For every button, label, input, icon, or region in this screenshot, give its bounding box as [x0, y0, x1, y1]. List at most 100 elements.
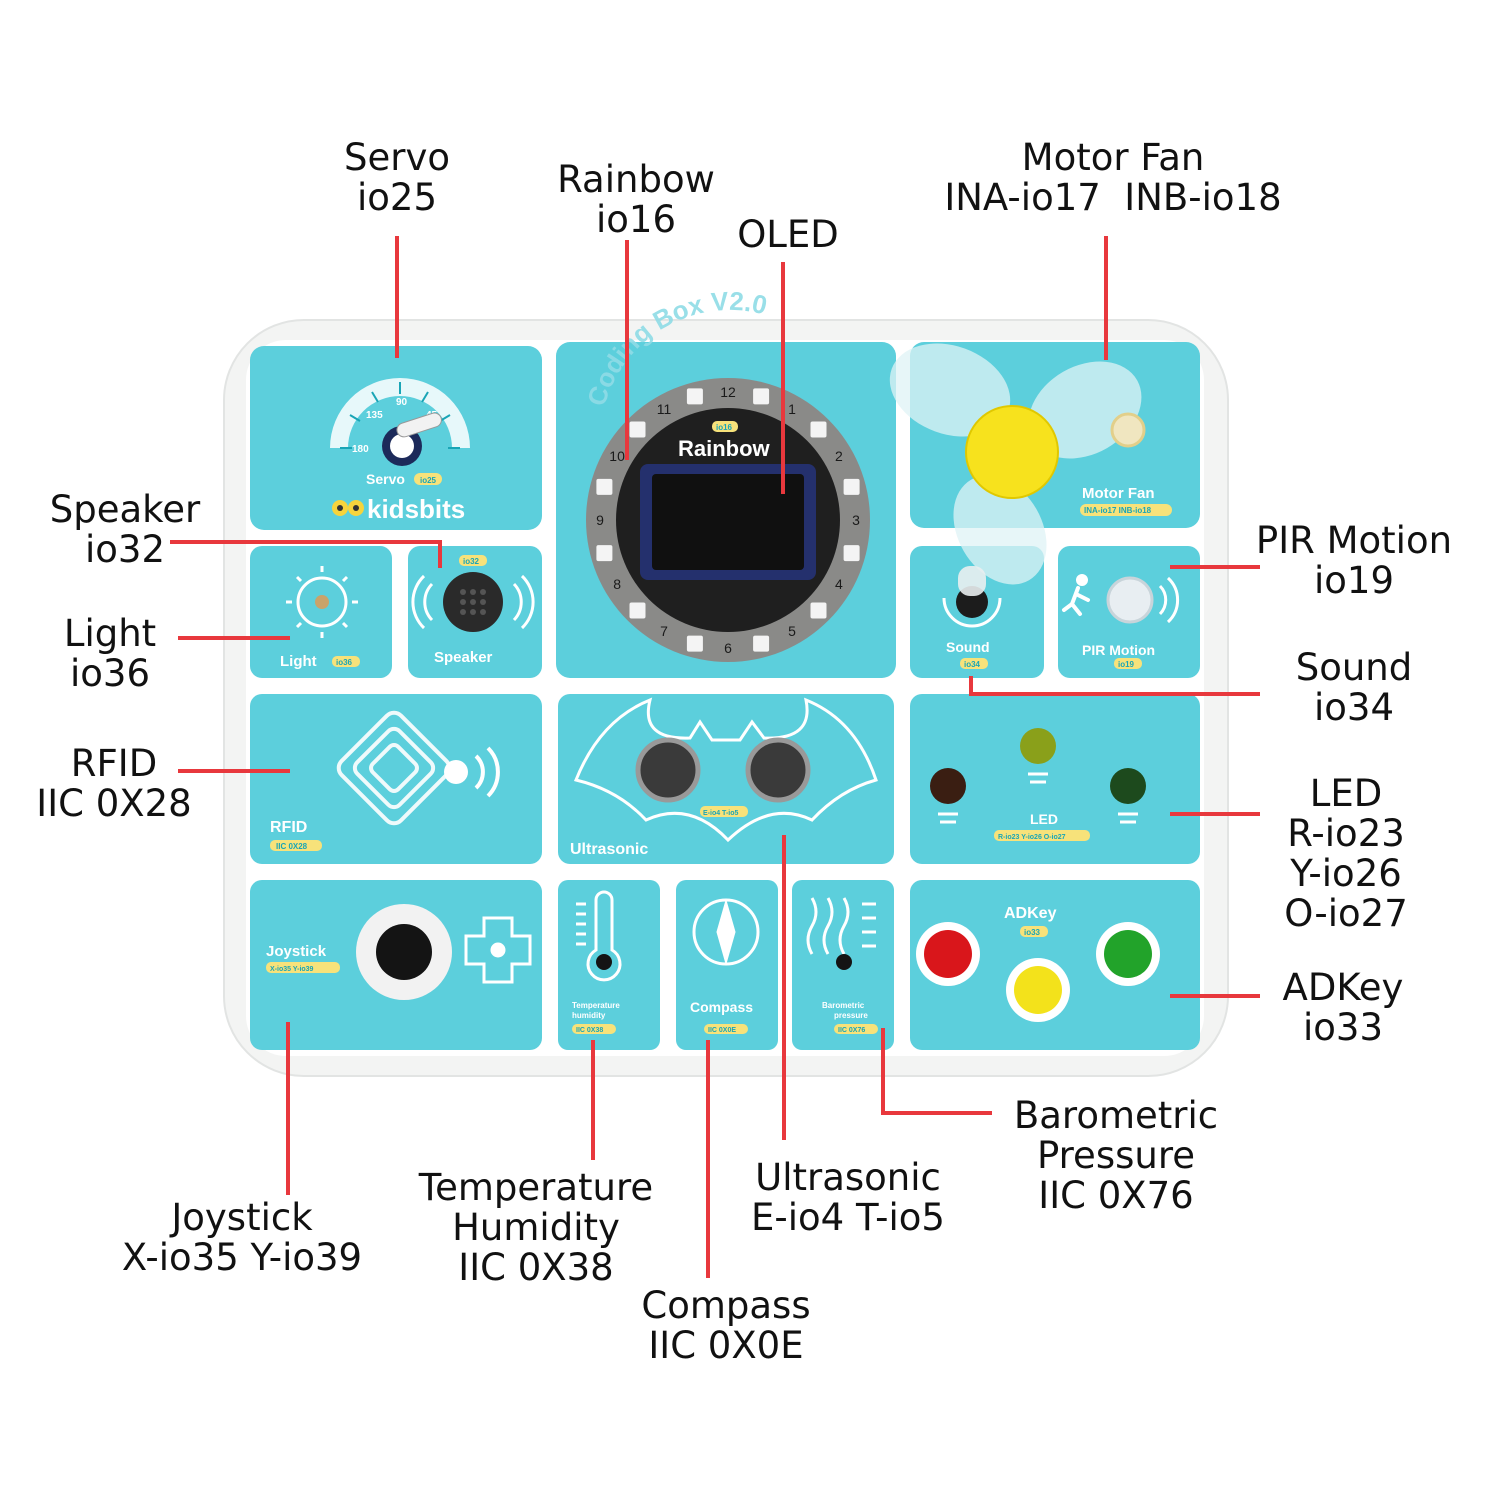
callout-rfid: RFID IIC 0X28 [24, 744, 204, 824]
servo-scale-180: 180 [352, 444, 369, 455]
rainbow-ring-number: 9 [596, 512, 604, 528]
oled-screen [652, 474, 804, 570]
rainbow-led [843, 545, 860, 562]
running-person-icon [1062, 574, 1090, 616]
motor-fan-board-pins: INA-io17 INB-io18 [1084, 506, 1152, 515]
ultrasonic-board-pins: E-io4 T-io5 [703, 810, 739, 817]
speaker-board-label: Speaker [434, 649, 493, 666]
callout-speaker-name: Speaker [49, 488, 201, 531]
callout-compass-name: Compass [641, 1284, 811, 1327]
callout-sound-pin: io34 [1314, 686, 1394, 729]
callout-ultrasonic-name: Ultrasonic [755, 1156, 941, 1199]
compass-icon [692, 898, 760, 966]
callout-rainbow: Rainbow io16 [526, 160, 746, 240]
callout-rainbow-pin: io16 [596, 198, 676, 241]
callout-speaker: Speaker io32 [30, 490, 220, 570]
rainbow-board-label: Rainbow [678, 436, 771, 461]
leader-sound [969, 676, 1260, 696]
callout-rfid-pin: IIC 0X28 [36, 782, 192, 825]
led-red [930, 768, 966, 804]
motor-fan-board-label: Motor Fan [1082, 485, 1155, 502]
rainbow-led [686, 388, 703, 405]
callout-temperature-name-2: Humidity [452, 1206, 620, 1249]
pir-board-pin: io19 [1118, 660, 1135, 669]
callout-barometric-name-2: Pressure [1037, 1134, 1195, 1177]
callout-temperature-name-1: Temperature [418, 1166, 654, 1209]
callout-light-name: Light [63, 612, 157, 655]
pir-board-label: PIR Motion [1082, 642, 1155, 658]
callout-servo-name: Servo [344, 136, 450, 179]
servo-scale-90: 90 [396, 397, 408, 408]
callout-led-pin-y: Y-io26 [1290, 852, 1402, 895]
callout-led-name: LED [1309, 772, 1383, 815]
callout-servo-pin: io25 [357, 176, 437, 219]
rainbow-ring-number: 2 [835, 448, 843, 464]
rfid-card-icon [336, 710, 452, 826]
rainbow-led [753, 388, 770, 405]
callout-motor-fan-name: Motor Fan [1021, 136, 1205, 179]
joystick-board-pins: X-io35 Y-io39 [270, 966, 314, 973]
joystick-board-label: Joystick [266, 943, 327, 960]
led-yellow [1020, 728, 1056, 764]
servo-scale-135: 135 [366, 410, 383, 421]
callout-temperature-pin: IIC 0X38 [458, 1246, 614, 1289]
led-green [1110, 768, 1146, 804]
callout-light: Light io36 [40, 614, 180, 694]
kidsbits-logo: kidsbits [332, 494, 465, 524]
led-board-pins: R-io23 Y-io26 O-io27 [998, 834, 1066, 841]
light-module [250, 546, 392, 678]
callout-sound: Sound io34 [1274, 648, 1434, 728]
callout-pir: PIR Motion io19 [1236, 521, 1472, 601]
callout-motor-fan-pin: INA-io17 INB-io18 [944, 176, 1282, 219]
rainbow-led [753, 635, 770, 652]
callout-temperature: Temperature Humidity IIC 0X38 [396, 1168, 676, 1288]
callout-barometric-pin: IIC 0X76 [1038, 1174, 1194, 1217]
ultrasonic-trigger [745, 737, 811, 803]
fan-hub [965, 405, 1059, 499]
thermometer-icon [576, 890, 622, 982]
rainbow-led [596, 478, 613, 495]
rainbow-ring-number: 8 [613, 576, 621, 592]
temp-board-label-1: Temperature [572, 1001, 620, 1010]
rainbow-led [810, 421, 827, 438]
callout-pir-name: PIR Motion [1255, 519, 1453, 562]
callout-rfid-name: RFID [70, 742, 158, 785]
rainbow-ring-number: 7 [660, 623, 668, 639]
rainbow-led [686, 635, 703, 652]
rainbow-board-pin: io16 [716, 423, 733, 432]
callout-ultrasonic: Ultrasonic E-io4 T-io5 [728, 1158, 968, 1238]
callout-sound-name: Sound [1295, 646, 1413, 689]
brand-logo-text: kidsbits [367, 494, 465, 524]
servo-gauge [330, 378, 470, 448]
callout-servo: Servo io25 [317, 138, 477, 218]
leader-lines [170, 236, 1260, 1278]
callout-compass-pin: IIC 0X0E [648, 1324, 804, 1367]
adkey-board-pin: io33 [1024, 928, 1041, 937]
leader-speaker [170, 540, 442, 568]
callout-oled-name: OLED [737, 213, 839, 256]
callout-adkey-pin: io33 [1303, 1006, 1383, 1049]
callout-ultrasonic-pin: E-io4 T-io5 [751, 1196, 945, 1239]
temp-board-pin: IIC 0X38 [576, 1027, 603, 1034]
baro-board-label-2: pressure [834, 1011, 868, 1020]
callout-barometric-name-1: Barometric [1013, 1094, 1219, 1137]
servo-board-label: Servo [366, 471, 405, 487]
ultrasonic-module [558, 694, 894, 864]
callout-barometric: Barometric Pressure IIC 0X76 [996, 1096, 1236, 1216]
callout-adkey: ADKey io33 [1260, 968, 1426, 1048]
pir-sensor-dome [1106, 576, 1154, 624]
sound-board-label: Sound [946, 639, 990, 655]
callout-motor-fan: Motor Fan INA-io17 INB-io18 [910, 138, 1316, 218]
callout-led: LED R-io23 Y-io26 O-io27 [1266, 774, 1426, 934]
rainbow-ring-number: 10 [609, 448, 625, 464]
callout-led-pin-o: O-io27 [1284, 892, 1408, 935]
joystick-knob [376, 924, 432, 980]
compass-board-pin: IIC 0X0E [708, 1027, 736, 1034]
rainbow-led [810, 602, 827, 619]
sun-icon [286, 566, 358, 638]
servo-board-pin: io25 [420, 476, 437, 485]
servo-horn [396, 412, 442, 438]
rainbow-led [596, 545, 613, 562]
